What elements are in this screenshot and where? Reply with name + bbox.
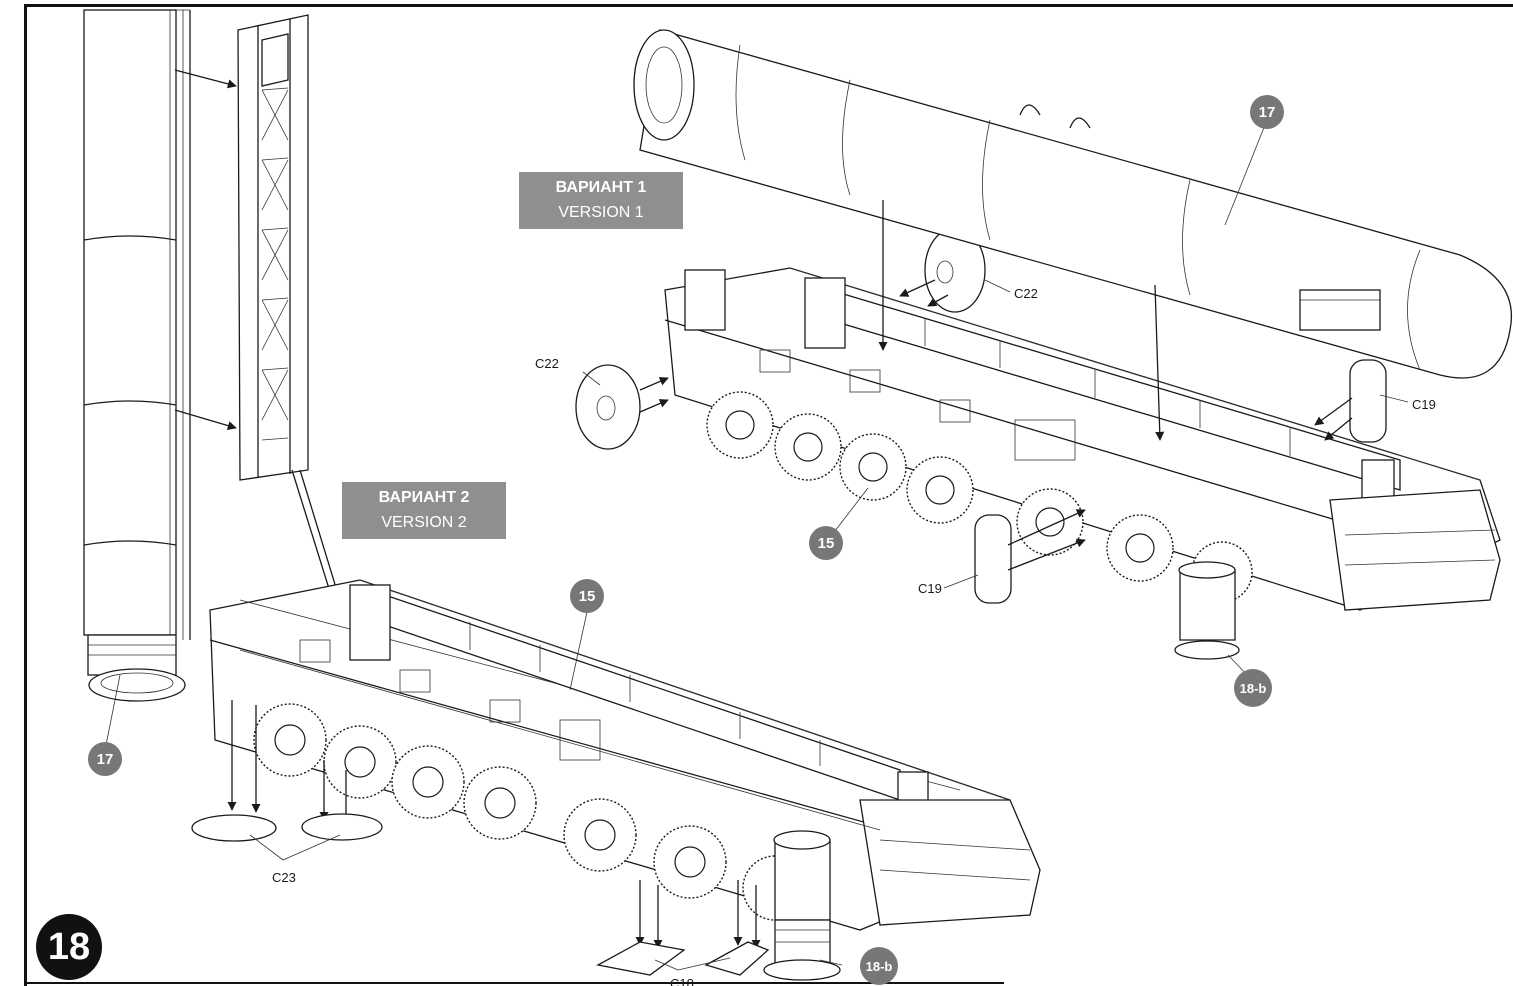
svg-text:17: 17 [1259,104,1276,121]
frame-bottom-border [24,982,1004,984]
callout-badge-17-bottom: 17 [88,742,122,776]
version-2-label: ВАРИАНТ 2 VERSION 2 [342,482,506,539]
part-label-c22-left: C22 [535,356,559,371]
svg-text:18-b: 18-b [1240,681,1267,696]
step-number-badge: 18 [36,914,102,980]
svg-text:18-b: 18-b [866,959,893,974]
version-1-en: VERSION 1 [558,204,644,221]
part-label-c22-right: C22 [1014,286,1038,301]
part-label-c18: C18 [670,976,694,986]
vehicle-version-1 [575,227,1501,681]
version-1-ru: ВАРИАНТ 1 [555,179,647,196]
callout-badge-18b-bottom: 18-b [860,947,898,985]
callout-badge-15-bottom: 15 [570,579,604,613]
frame-left-border [24,4,27,986]
svg-text:17: 17 [97,751,114,768]
part-label-c19-left: C19 [918,581,942,596]
frame-top-border [24,4,1513,7]
part-label-c23: C23 [272,870,296,885]
callout-badge-15-top: 15 [809,526,843,560]
callout-badge-17-top: 17 [1250,95,1284,129]
version-1-label: ВАРИАНТ 1 VERSION 1 [519,172,683,229]
missile-vertical [83,9,191,702]
vehicle-version-2 [105,579,1041,981]
missile-horizontal [633,29,1512,441]
version-2-ru: ВАРИАНТ 2 [378,489,470,506]
svg-text:15: 15 [579,588,596,605]
version-2-en: VERSION 2 [381,514,467,531]
part-label-c19-right: C19 [1412,397,1436,412]
erector-tower [174,14,353,641]
svg-text:15: 15 [818,535,835,552]
callout-badge-18b-top: 18-b [1234,669,1272,707]
